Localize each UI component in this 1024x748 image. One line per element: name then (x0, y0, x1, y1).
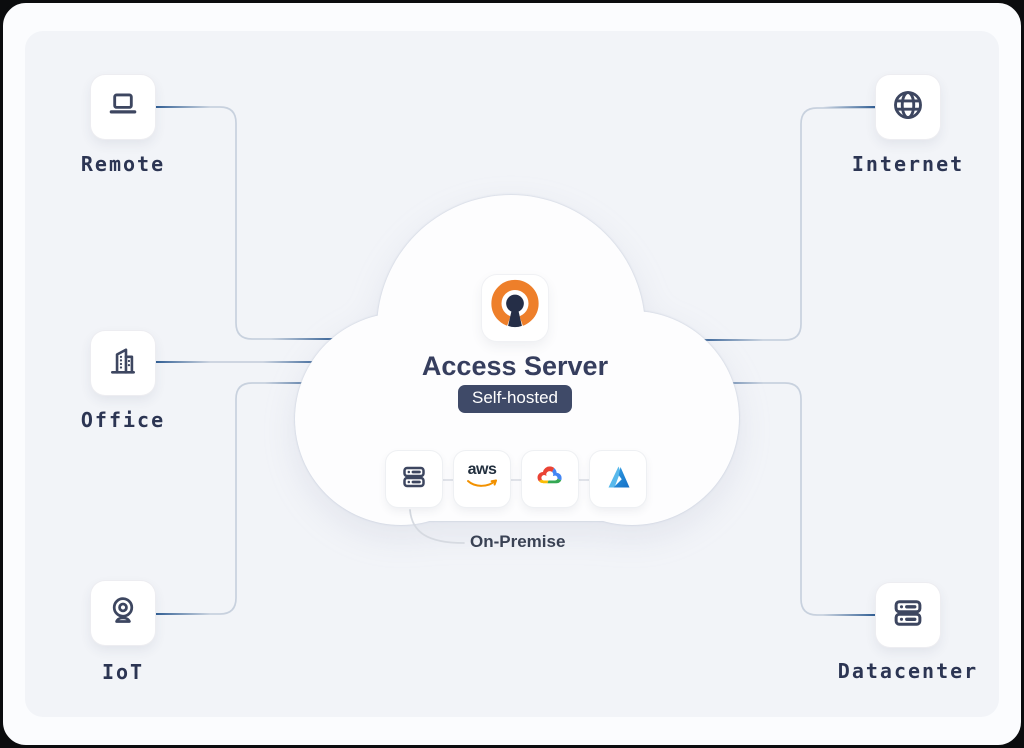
webcam-icon (104, 592, 142, 635)
openvpn-logo-card (482, 275, 548, 341)
connector-office-blue-end (155, 361, 210, 363)
provider-card-aws: aws (454, 451, 510, 507)
node-card-office (91, 331, 155, 395)
connector-office-cloud-end (263, 361, 323, 363)
connector-remote-cloud-end (271, 338, 337, 340)
connector-internet (693, 107, 876, 341)
cloud-title: Access Server (421, 351, 609, 381)
provider-card-azure (590, 451, 646, 507)
connector-datacenter-blue-end (823, 614, 876, 616)
node-card-iot (91, 581, 155, 645)
aws-logo-text: aws (467, 461, 497, 478)
globe-icon (888, 85, 928, 130)
node-card-datacenter (876, 583, 940, 647)
node-card-internet (876, 75, 940, 139)
connector-internet-blue-end (823, 106, 876, 108)
office-building-icon (104, 342, 142, 385)
connector-datacenter (693, 382, 876, 616)
azure-logo (602, 461, 634, 498)
server-rack-icon (398, 461, 430, 498)
aws-logo-smile (464, 477, 500, 495)
connector-lines (155, 106, 876, 616)
node-card-remote (91, 75, 155, 139)
connector-iot-cloud-end (265, 382, 325, 384)
node-label-iot: IoT (101, 660, 145, 684)
node-label-office: Office (80, 408, 166, 432)
provider-card-google-cloud (522, 451, 578, 507)
node-label-internet: Internet (851, 152, 965, 176)
node-label-datacenter: Datacenter (837, 659, 979, 683)
openvpn-logo (488, 279, 542, 338)
connector-iot-blue-end (155, 613, 210, 615)
connector-remote-blue-end (155, 106, 210, 108)
on-premise-caption: On-Premise (470, 532, 566, 551)
server-stack-icon (888, 593, 928, 638)
provider-link-line (395, 479, 637, 481)
laptop-icon (104, 86, 142, 129)
node-label-remote: Remote (80, 152, 166, 176)
connector-iot (155, 382, 338, 615)
on-premise-pointer-curve (409, 509, 465, 544)
connector-remote (155, 106, 338, 340)
google-cloud-logo (533, 460, 567, 499)
connector-internet-cloud-end (699, 339, 763, 341)
provider-card-on-premise (386, 451, 442, 507)
self-hosted-badge: Self-hosted (458, 385, 572, 413)
